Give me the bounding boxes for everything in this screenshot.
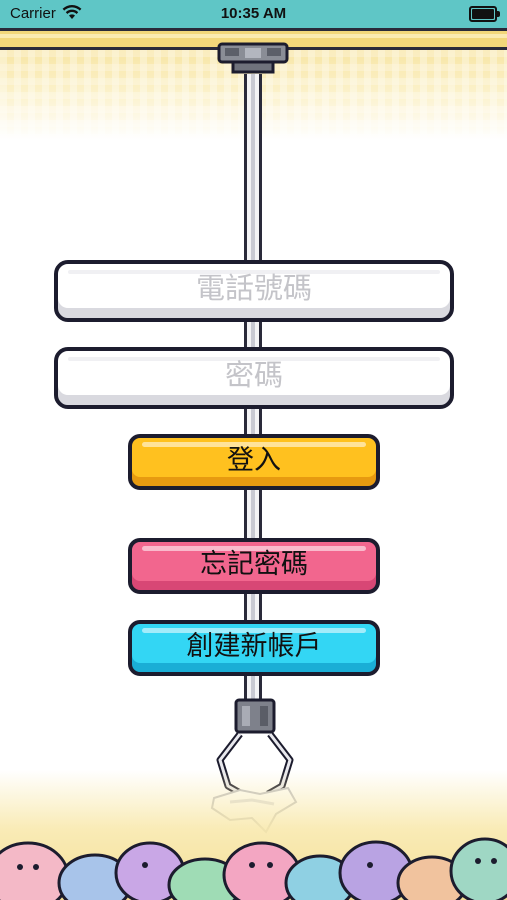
phone-input[interactable] [58, 264, 450, 318]
login-button-label: 登入 [227, 445, 281, 476]
password-field-frame [54, 347, 454, 409]
carrier-label: Carrier [10, 5, 56, 22]
forgot-password-label: 忘記密碼 [200, 549, 308, 580]
create-account-button[interactable]: 創建新帳戶 [128, 620, 380, 676]
login-button[interactable]: 登入 [128, 434, 380, 490]
password-input[interactable] [58, 351, 450, 405]
create-account-label: 創建新帳戶 [186, 631, 322, 662]
forgot-password-button[interactable]: 忘記密碼 [128, 538, 380, 594]
status-bar: Carrier 10:35 AM [0, 0, 507, 28]
phone-field-frame [54, 260, 454, 322]
wifi-icon [62, 4, 82, 24]
battery-icon [469, 6, 500, 22]
clock: 10:35 AM [220, 5, 287, 22]
claw-mount-icon [217, 42, 289, 74]
plush-pile-icon [0, 837, 507, 900]
